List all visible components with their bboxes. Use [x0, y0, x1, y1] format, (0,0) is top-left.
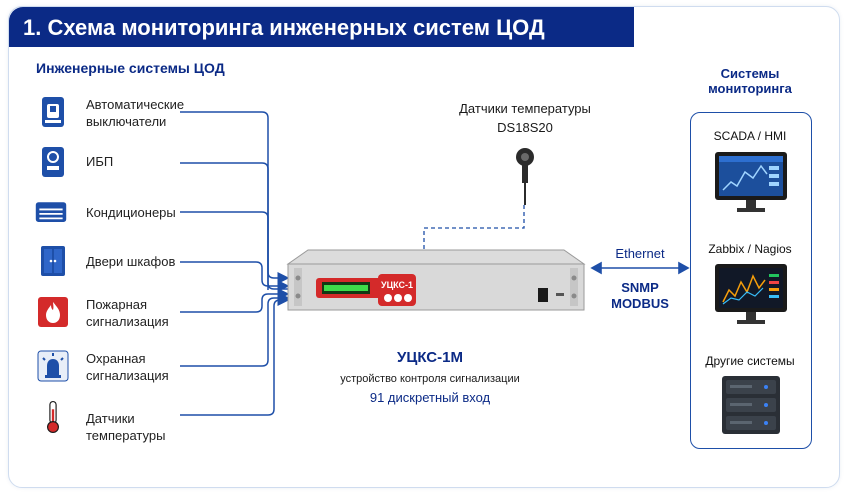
security-alarm-icon: [37, 350, 69, 382]
sensor-label: Датчики температуры DS18S20: [459, 101, 591, 135]
protocol-modbus: MODBUS: [611, 296, 669, 311]
uckc-device: [286, 249, 586, 311]
label-fire: Пожарная сигнализация: [86, 297, 169, 329]
line-security: [180, 292, 290, 367]
ethernet-label: Ethernet: [615, 246, 665, 261]
line-fire: [180, 288, 290, 313]
label-breakers: Автоматические выключатели: [86, 97, 185, 129]
system-label-zabbix: Zabbix / Nagios: [708, 242, 792, 256]
device-inputs: 91 дискретный вход: [369, 390, 491, 405]
ups-icon: [42, 147, 64, 177]
protocol-snmp: SNMP: [621, 280, 659, 295]
system-label-scada: SCADA / HMI: [713, 129, 787, 143]
line-ac: [180, 211, 269, 290]
label-doors: Двери шкафов: [86, 254, 176, 269]
left-section-title: Инженерные системы ЦОД: [36, 60, 225, 76]
zabbix-monitor-icon: [715, 264, 787, 324]
page-title: 1. Схема мониторинга инженерных систем Ц…: [23, 15, 545, 40]
fire-alarm-icon: [38, 297, 68, 327]
circuit-breaker-icon: [42, 97, 64, 127]
line-temp: [180, 294, 290, 416]
label-temp: Датчики температуры: [86, 411, 166, 443]
scada-monitor-icon: [715, 152, 787, 212]
air-conditioner-icon: [35, 202, 67, 222]
server-rack-icon: [722, 376, 780, 434]
line-breakers: [180, 111, 290, 284]
ethernet-arrow: [590, 261, 690, 275]
title-bar: 1. Схема мониторинга инженерных систем Ц…: [9, 7, 634, 47]
device-badge: УЦКС-1: [380, 280, 414, 290]
thermometer-icon: [47, 400, 59, 434]
line-doors: [180, 261, 290, 292]
right-section-title: Системы мониторинга: [708, 66, 792, 96]
label-ac: Кондиционеры: [86, 205, 176, 220]
device-description: устройство контроля сигнализации: [340, 373, 520, 385]
system-label-other: Другие системы: [705, 354, 795, 368]
label-security: Охранная сигнализация: [86, 351, 169, 383]
line-ups: [180, 162, 288, 290]
temperature-sensor-probe-icon: [516, 148, 534, 205]
label-ups: ИБП: [86, 154, 114, 169]
cabinet-door-icon: [41, 246, 65, 276]
sensor-line: [423, 205, 525, 250]
device-name: УЦКС-1М: [397, 349, 463, 366]
